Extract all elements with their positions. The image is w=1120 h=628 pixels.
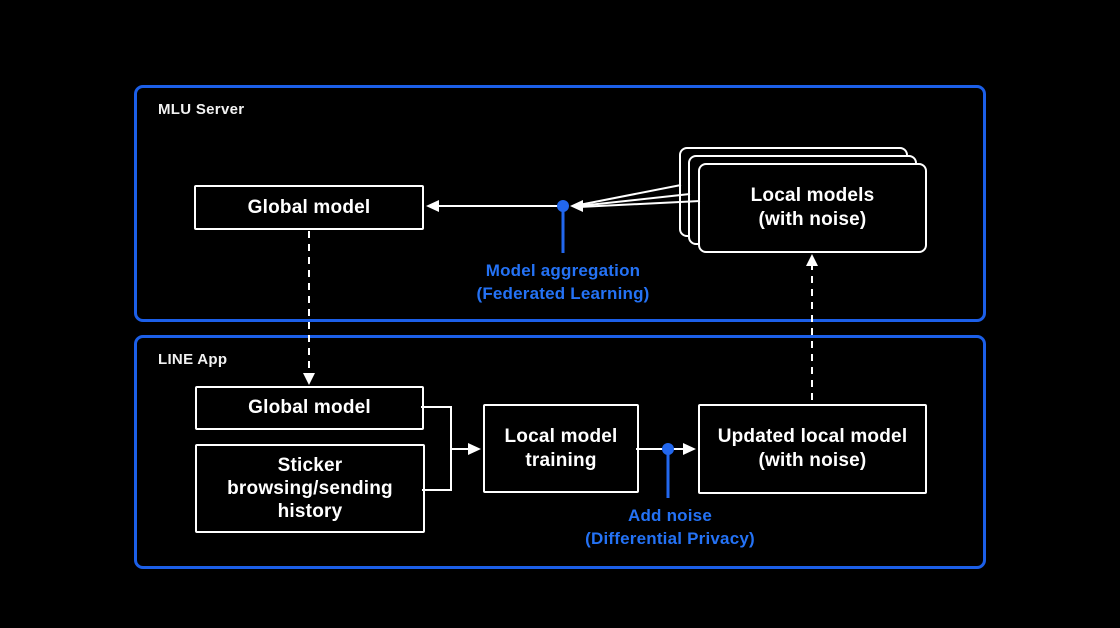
aggregation-line2: (Federated Learning) (476, 284, 650, 303)
noise-annotation: Add noise (Differential Privacy) (510, 504, 830, 550)
aggregation-annotation: Model aggregation (Federated Learning) (403, 259, 723, 305)
sticker-history-box: Sticker browsing/sending history (195, 444, 425, 533)
local-models-card-front: Local models (with noise) (698, 163, 927, 253)
local-training-line2: training (525, 449, 597, 471)
updated-local-model-line1: Updated local model (717, 426, 908, 447)
line-app-label: LINE App (158, 351, 228, 368)
app-global-model-label: Global model (248, 397, 371, 418)
noise-line1: Add noise (628, 506, 712, 525)
app-global-model-box: Global model (195, 386, 424, 430)
mlu-server-panel: MLU Server (134, 85, 986, 322)
sticker-history-line1: Sticker (277, 455, 343, 476)
sticker-history-line2: browsing/sending (227, 478, 393, 499)
local-models-label-line1: Local models (750, 185, 875, 206)
server-global-model-label: Global model (247, 196, 371, 218)
updated-local-model-box: Updated local model (with noise) (698, 404, 927, 494)
line-app-panel: LINE App (134, 335, 986, 569)
sticker-history-line3: history (277, 501, 343, 522)
local-training-line1: Local model (504, 425, 618, 447)
local-training-box: Local model training (483, 404, 639, 493)
noise-line2: (Differential Privacy) (585, 529, 755, 548)
aggregation-line1: Model aggregation (485, 261, 641, 280)
updated-local-model-line2: (with noise) (758, 450, 867, 471)
server-global-model-box: Global model (194, 185, 424, 230)
local-models-label-line2: (with noise) (758, 209, 867, 230)
mlu-server-label: MLU Server (158, 101, 245, 118)
